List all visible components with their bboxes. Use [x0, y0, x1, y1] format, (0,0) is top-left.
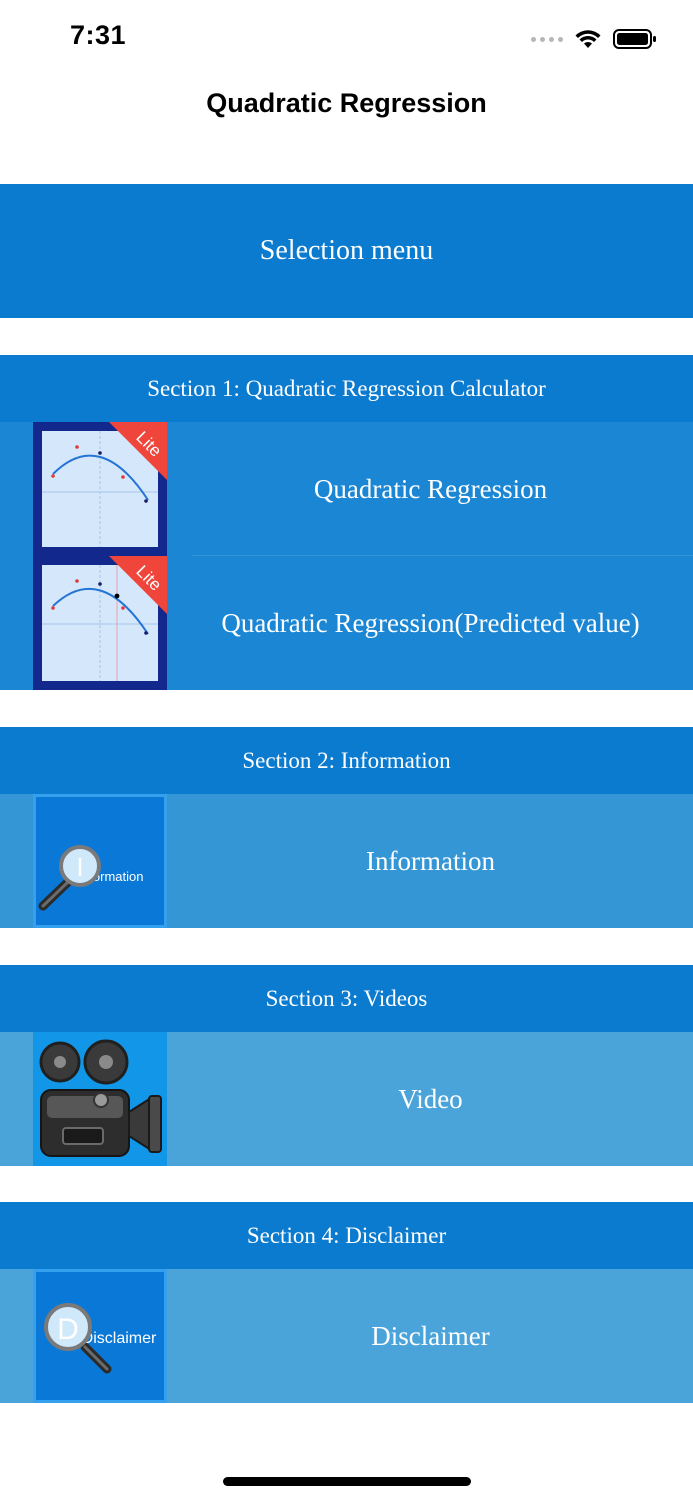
- information-icon: Information I: [33, 794, 167, 928]
- section-3-title: Section 3: Videos: [265, 985, 428, 1011]
- movie-camera-icon: [33, 1032, 167, 1166]
- list-item-label: Quadratic Regression(Predicted value): [221, 607, 640, 638]
- status-icons: [531, 24, 657, 54]
- disclaimer-icon-text: Disclaimer: [82, 1330, 157, 1347]
- disclaimer-icon: Disclaimer D: [33, 1269, 167, 1403]
- selection-menu-label: Selection menu: [259, 235, 434, 266]
- chart-thumbnail-icon: Lite: [33, 422, 167, 556]
- row-divider: [192, 555, 693, 556]
- section-1-header: Section 1: Quadratic Regression Calculat…: [0, 355, 693, 422]
- home-indicator[interactable]: [223, 1477, 471, 1486]
- section-4-title: Section 4: Disclaimer: [246, 1222, 447, 1248]
- selection-menu-header: Selection menu: [0, 184, 693, 318]
- list-item-label: Video: [398, 1083, 463, 1114]
- list-item-disclaimer[interactable]: Disclaimer D Disclaimer: [0, 1269, 693, 1403]
- magnifier-letter: D: [57, 1313, 79, 1346]
- section-2-title: Section 2: Information: [242, 747, 451, 773]
- list-item-video[interactable]: Video: [0, 1032, 693, 1166]
- status-time: 7:31: [70, 20, 127, 50]
- list-item-quadratic-regression[interactable]: Lite Quadratic Regression: [0, 422, 693, 556]
- magnifier-letter: I: [76, 852, 83, 882]
- chart-thumbnail-icon: Lite: [33, 556, 167, 690]
- battery-icon: [613, 29, 656, 49]
- list-item-label: Disclaimer: [371, 1320, 490, 1351]
- cellular-signal-icon: [531, 36, 563, 42]
- wifi-icon: [575, 30, 601, 48]
- section-3-header: Section 3: Videos: [0, 965, 693, 1032]
- section-1-title: Section 1: Quadratic Regression Calculat…: [147, 375, 546, 401]
- list-item-quadratic-regression-predicted[interactable]: Lite Quadratic Regression(Predicted valu…: [0, 556, 693, 690]
- section-4-header: Section 4: Disclaimer: [0, 1202, 693, 1269]
- page-title: Quadratic Regression: [206, 88, 487, 118]
- section-2-header: Section 2: Information: [0, 727, 693, 794]
- list-item-information[interactable]: Information I Information: [0, 794, 693, 928]
- list-item-label: Quadratic Regression: [313, 473, 548, 504]
- list-item-label: Information: [366, 845, 495, 876]
